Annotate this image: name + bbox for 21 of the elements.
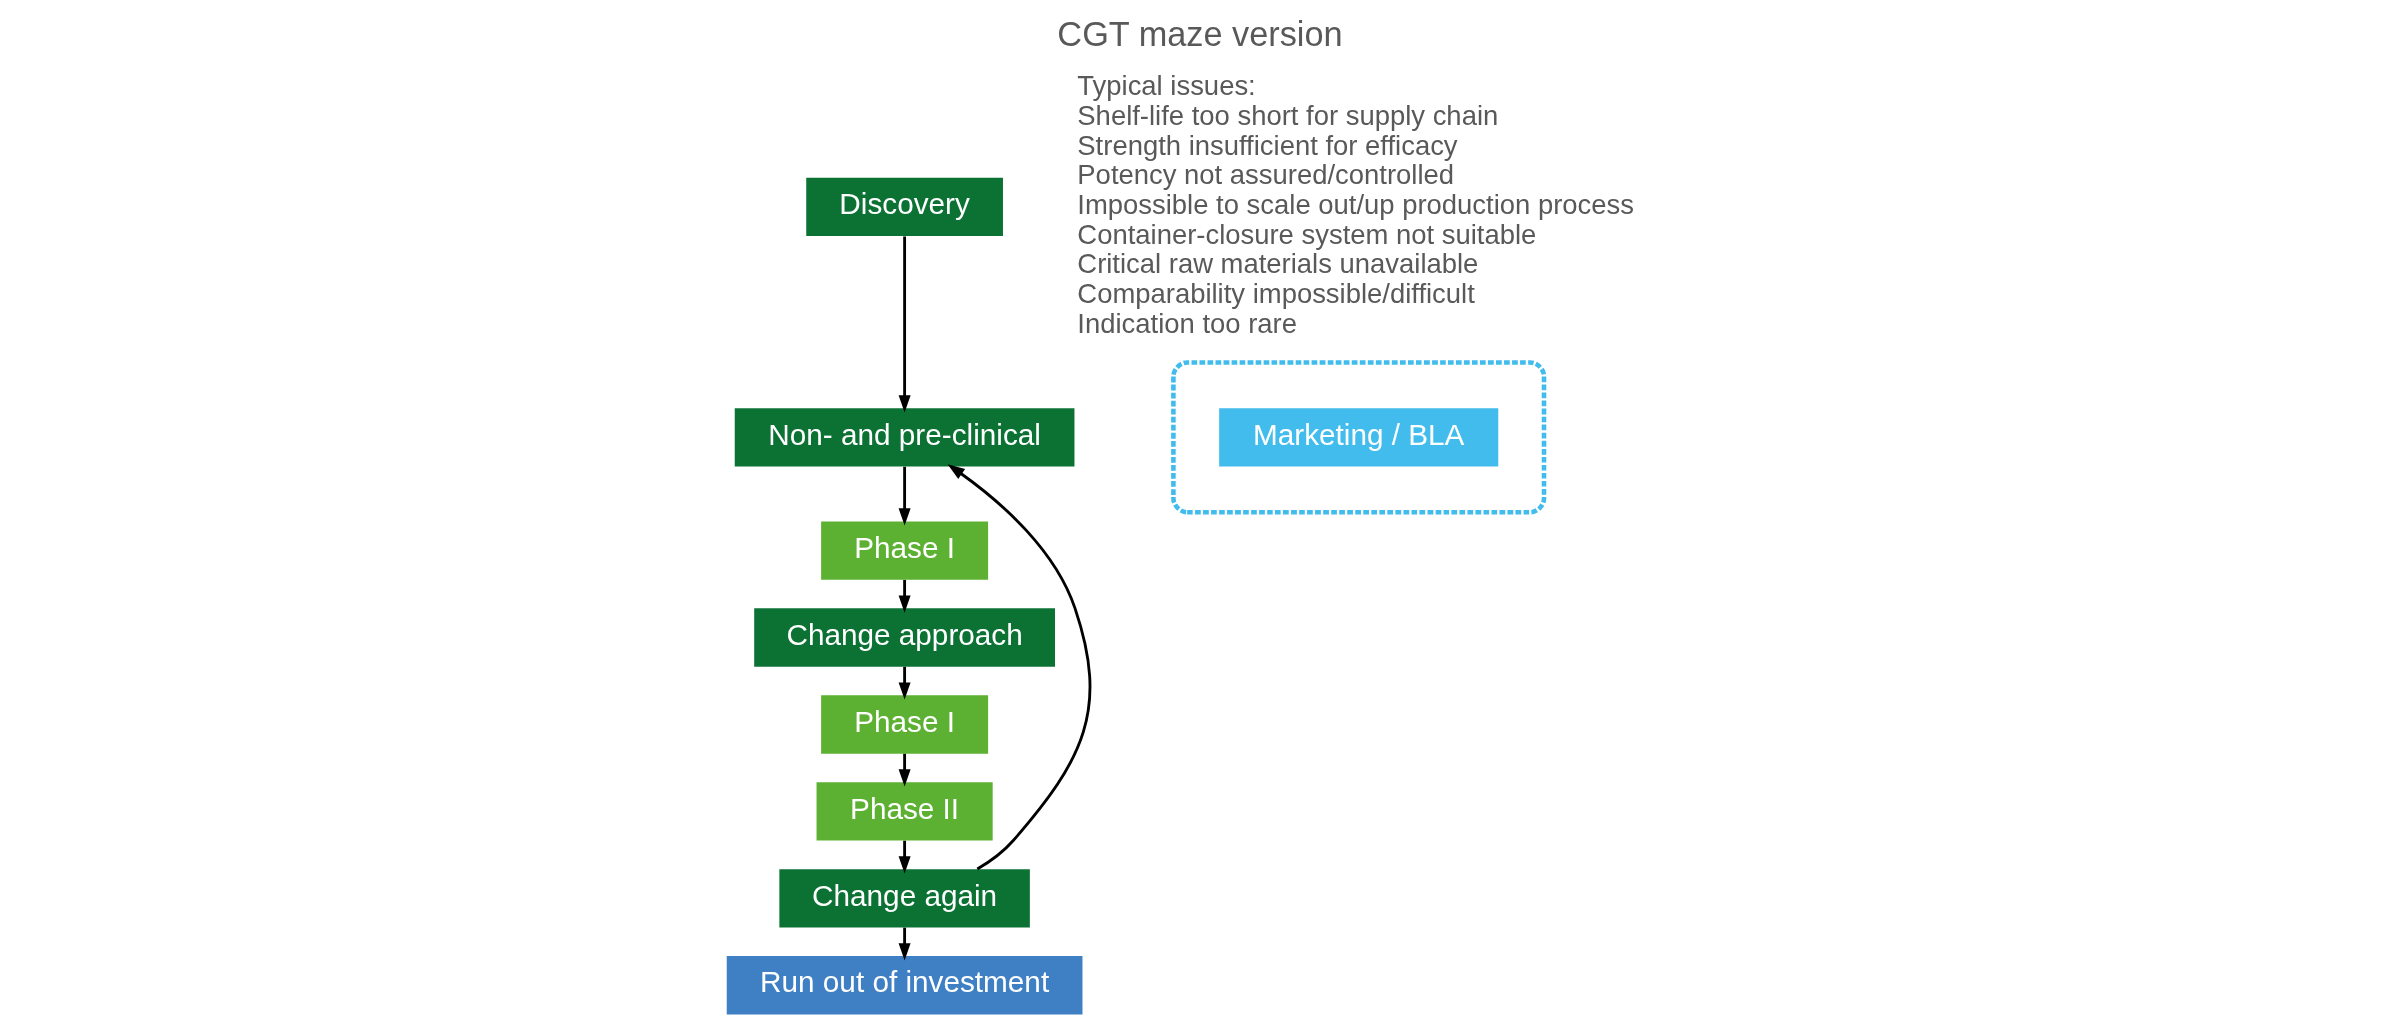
node-box: Discovery (805, 177, 1003, 236)
arrow (898, 927, 911, 960)
node-box: Run out of investment (726, 955, 1082, 1014)
node-box: Marketing / BLA (1218, 407, 1498, 467)
arrow (898, 666, 911, 700)
node-box: Phase I (820, 694, 988, 754)
diagram-title: CGT maze version (1056, 14, 1343, 53)
label: Comparability impossible/difficult (1076, 277, 1475, 309)
cluster (1170, 359, 1546, 515)
node-box: Non- and pre-clinical (734, 407, 1074, 467)
arrow (898, 579, 911, 613)
arrow (898, 466, 911, 526)
arrow (898, 840, 911, 873)
arrow (947, 463, 1091, 870)
node-box: Change again (778, 868, 1030, 927)
node-box: Change approach (753, 607, 1055, 667)
arrow (898, 235, 911, 412)
label: Typical issues: (1076, 69, 1256, 101)
arrow (898, 753, 911, 786)
node-box: Phase I (820, 520, 988, 580)
node-box: Phase II (816, 781, 993, 841)
